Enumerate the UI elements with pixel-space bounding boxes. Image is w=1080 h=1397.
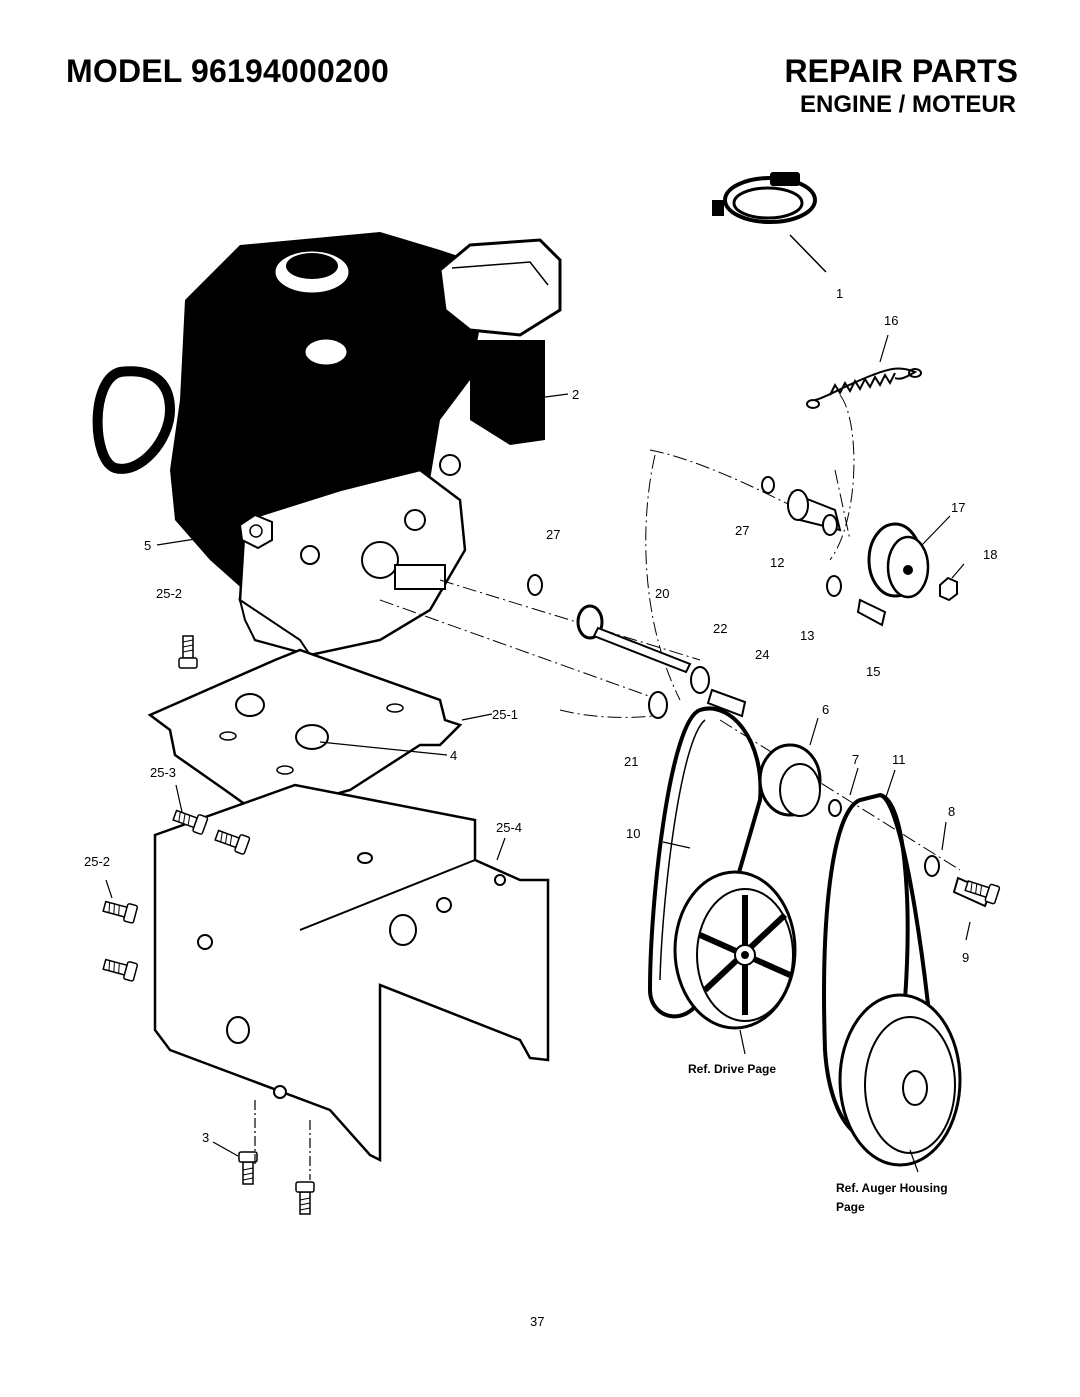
callout-3: 3 xyxy=(202,1130,209,1145)
callout-18: 18 xyxy=(983,547,997,562)
callout-4: 4 xyxy=(450,748,457,763)
bolts xyxy=(101,635,1001,1215)
callout-12: 12 xyxy=(770,555,784,570)
callout-7: 7 xyxy=(852,752,859,767)
callout-6: 6 xyxy=(822,702,829,717)
idler-assembly xyxy=(761,476,958,627)
callout-13: 13 xyxy=(800,628,814,643)
explode-lines xyxy=(379,394,961,871)
callout-1: 1 xyxy=(836,286,843,301)
power-cord xyxy=(712,172,827,273)
callout-11: 11 xyxy=(892,752,906,767)
frame-housing xyxy=(153,783,550,1163)
callout-21: 21 xyxy=(624,754,638,769)
page-number: 37 xyxy=(530,1314,544,1329)
callout-22: 22 xyxy=(713,621,727,636)
callout-25-4: 25-4 xyxy=(496,820,522,835)
leader-lines xyxy=(105,393,971,1173)
callout-labels: 1 2 3 4 5 6 7 8 9 10 11 12 13 15 16 17 1… xyxy=(84,286,997,1329)
engine xyxy=(92,232,562,657)
tension-spring xyxy=(806,334,922,409)
callout-2: 2 xyxy=(572,387,579,402)
model-number-heading: MODEL 96194000200 xyxy=(66,53,390,89)
mounting-plate xyxy=(147,648,463,817)
callout-9: 9 xyxy=(962,950,969,965)
callout-25-2a: 25-2 xyxy=(156,586,182,601)
callout-25-2b: 25-2 xyxy=(84,854,110,869)
shaft-hardware xyxy=(527,574,747,719)
callout-27a: 27 xyxy=(546,527,560,542)
callout-20: 20 xyxy=(655,586,669,601)
ref-auger-housing-line1: Ref. Auger Housing xyxy=(836,1181,948,1195)
callout-27b: 27 xyxy=(735,523,749,538)
callout-16: 16 xyxy=(884,313,898,328)
callout-8: 8 xyxy=(948,804,955,819)
callout-17: 17 xyxy=(951,500,965,515)
section-title: ENGINE / MOTEUR xyxy=(799,91,1016,118)
callout-25-3: 25-3 xyxy=(150,765,176,780)
callout-24: 24 xyxy=(755,647,769,662)
callout-5: 5 xyxy=(144,538,151,553)
repair-parts-heading: REPAIR PARTS xyxy=(784,53,1019,89)
callout-15: 15 xyxy=(866,664,880,679)
belts-and-pulleys xyxy=(647,706,992,1167)
ref-auger-housing-line2: Page xyxy=(836,1200,865,1214)
ref-drive-page: Ref. Drive Page xyxy=(688,1062,776,1076)
callout-25-1: 25-1 xyxy=(492,707,518,722)
callout-10: 10 xyxy=(626,826,640,841)
